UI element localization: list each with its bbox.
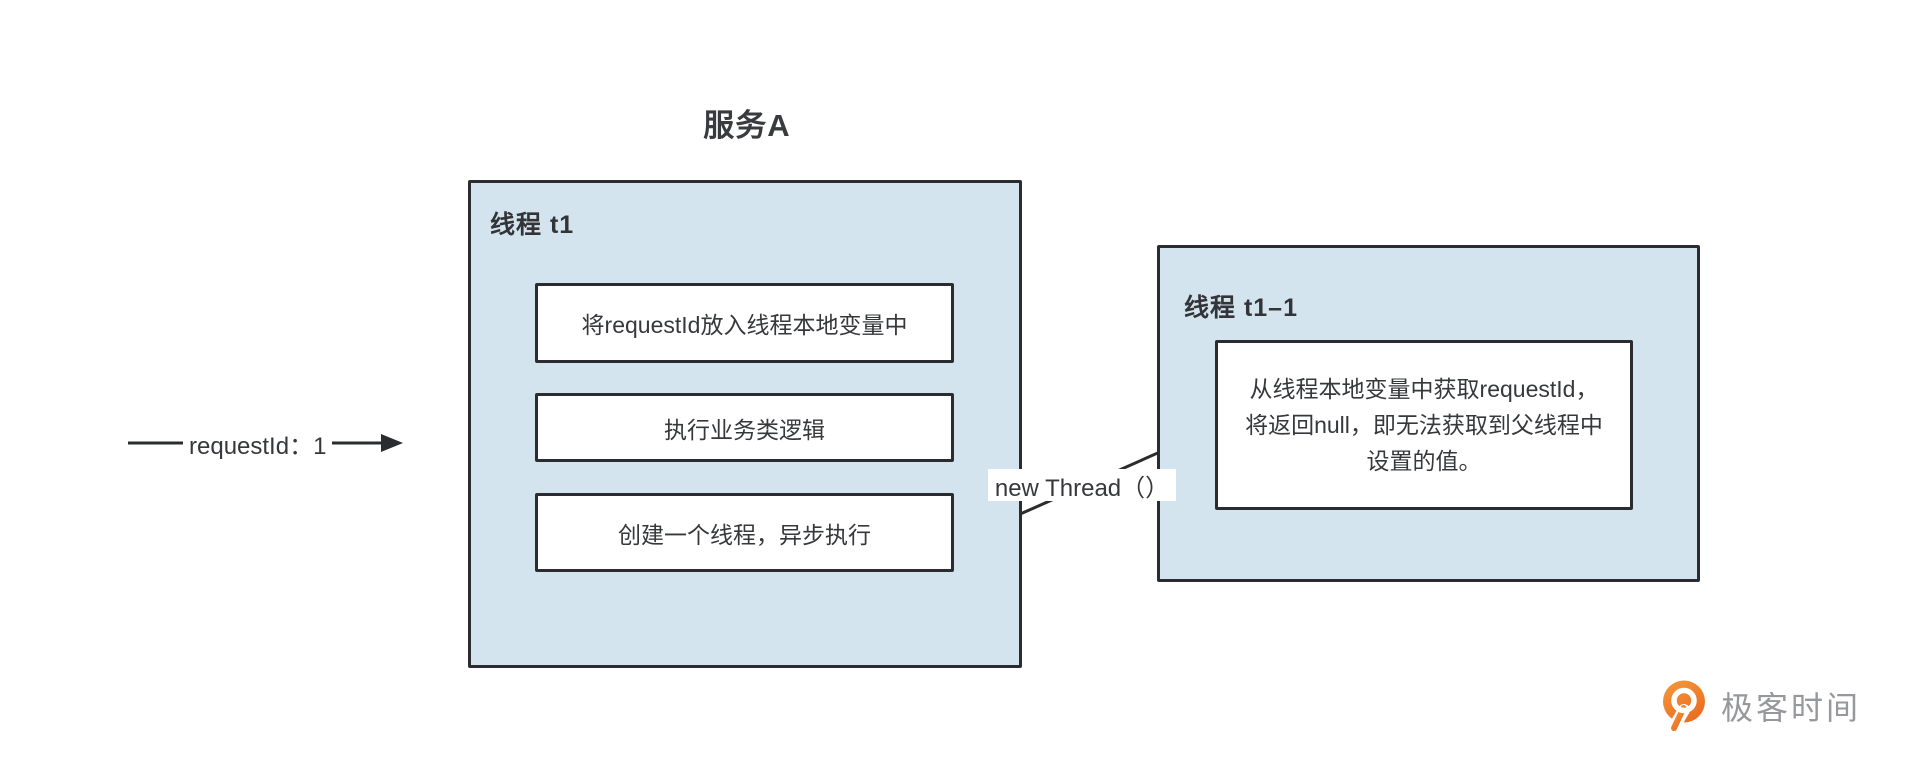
thread-t1-1-label: 线程 t1–1 (1184, 294, 1298, 322)
step-box-business-logic: 执行业务类逻辑 (535, 393, 954, 462)
thread-t1-panel: 线程 t1 将requestId放入线程本地变量中 执行业务类逻辑 创建一个线程… (468, 180, 1022, 668)
geek-time-logo: 极客时间 (1660, 680, 1861, 732)
thread-t1-label: 线程 t1 (490, 211, 575, 239)
result-box-get-requestid: 从线程本地变量中获取requestId， 将返回null，即无法获取到父线程中 … (1215, 340, 1633, 510)
step-box-put-requestid: 将requestId放入线程本地变量中 (535, 283, 954, 363)
result-line: 设置的值。 (1366, 448, 1482, 474)
step-box-create-thread: 创建一个线程，异步执行 (535, 493, 954, 572)
request-id-label: requestId：1 (183, 426, 333, 460)
result-line: 从线程本地变量中获取requestId， (1249, 376, 1599, 402)
diagram-title: 服务A (703, 108, 791, 143)
geek-time-logo-text: 极客时间 (1721, 690, 1862, 726)
new-thread-label: new Thread（） (988, 469, 1176, 502)
result-line: 将返回null，即无法获取到父线程中 (1245, 412, 1603, 438)
thread-t1-1-panel: 线程 t1–1 从线程本地变量中获取requestId， 将返回null，即无法… (1157, 245, 1700, 582)
geek-time-logo-icon (1663, 680, 1705, 732)
